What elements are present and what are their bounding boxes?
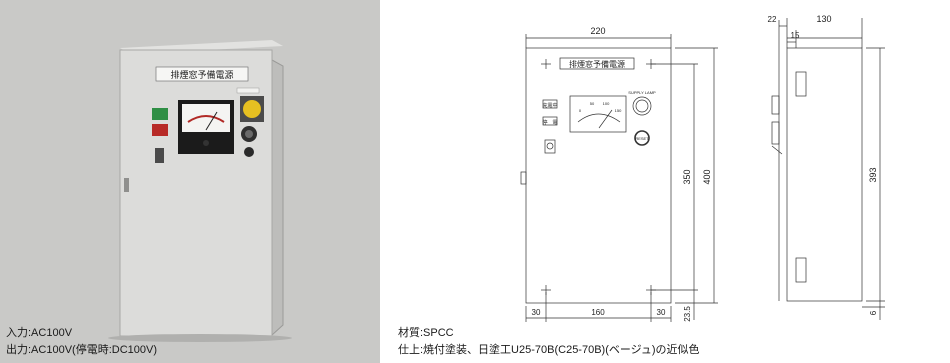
cabinet-shadow	[108, 334, 292, 342]
drawing-reset-button	[634, 130, 650, 146]
hinge	[124, 178, 129, 192]
technical-drawing-panel: 220 排煙窓予備電源 充電中 停 電 SUPPLY LAMP RESET 0 …	[380, 0, 950, 363]
voltmeter-screw	[203, 140, 209, 146]
reset-label: RESET	[635, 136, 649, 141]
cabinet-side	[271, 59, 284, 337]
side-lever	[771, 145, 783, 155]
drawing-meter-arc	[577, 113, 621, 123]
drawing-voltmeter	[569, 95, 627, 133]
drawing-name-plate	[559, 57, 635, 70]
reset-button-cap	[245, 130, 253, 138]
bottom-right-label: 30	[657, 308, 666, 317]
meter-mark-150: 150	[615, 108, 622, 113]
front-view-outline	[525, 47, 672, 304]
lamp-plate	[236, 87, 260, 94]
technical-drawing: 220 排煙窓予備電源 充電中 停 電 SUPPLY LAMP RESET 0 …	[520, 14, 885, 322]
voltmeter-dial	[182, 104, 230, 132]
outage-indicator-lamp	[152, 124, 168, 136]
width-label: 220	[590, 26, 605, 36]
depth-label: 130	[816, 14, 831, 24]
drawing-supply-lamp-inner	[635, 99, 649, 113]
finish-spec: 仕上:焼付塗装、日塗工U25-70B(C25-70B)(ベージュ)の近似色	[398, 344, 700, 356]
drawing-indicator-2	[542, 116, 558, 126]
drawing-meter-needle	[598, 109, 613, 129]
material-spec: 材質:SPCC	[398, 327, 454, 339]
meter-mark-0: 0	[579, 108, 582, 113]
key-switch	[155, 148, 164, 163]
side-switch	[771, 121, 780, 145]
indicator-2-label: 停 電	[542, 119, 557, 126]
photo-plate-label: 排煙窓予備電源	[170, 69, 233, 80]
voltmeter-needle	[205, 111, 218, 131]
offset-label: 23.5	[683, 306, 692, 322]
meter-mark-100: 100	[603, 101, 610, 106]
voltmeter-red-arc	[187, 115, 225, 123]
side-hinge-bottom	[795, 257, 807, 283]
side-view-outline	[786, 47, 863, 302]
drawing-key-switch	[544, 139, 556, 154]
name-plate	[155, 66, 249, 82]
foot-label: 6	[869, 310, 878, 315]
outer-height-label: 400	[702, 169, 712, 184]
side-handle	[771, 95, 780, 115]
product-photo-panel: 排煙窓予備電源 入力:AC100V 出力:AC100V(停電時:DC100V)	[0, 0, 380, 363]
fuse-holder	[244, 147, 254, 157]
output-spec: 出力:AC100V(停電時:DC100V)	[6, 344, 157, 356]
drawing-indicator-1	[542, 99, 558, 109]
side-hinge-top	[795, 71, 807, 97]
drawing-hinge	[520, 171, 527, 185]
drawing-key-hole	[546, 142, 554, 150]
offset22-label: 22	[768, 15, 777, 24]
bottom-left-label: 30	[532, 308, 541, 317]
bottom-center-label: 160	[591, 308, 605, 317]
meter-mark-50: 50	[590, 101, 595, 106]
input-spec: 入力:AC100V	[6, 327, 73, 339]
mounting-holes	[541, 59, 656, 295]
inner-height-label: 350	[682, 169, 692, 184]
supply-lamp	[243, 100, 261, 118]
drawing-supply-lamp	[632, 96, 652, 116]
charging-indicator-lamp	[152, 108, 168, 120]
lamp-label: SUPPLY LAMP	[628, 90, 656, 95]
product-photo: 排煙窓予備電源	[108, 40, 292, 342]
indicator-1-label: 充電中	[542, 102, 557, 109]
drawing-plate-label: 排煙窓予備電源	[569, 59, 625, 69]
offset15-label: 15	[791, 31, 800, 40]
side-height-label: 393	[868, 167, 878, 182]
